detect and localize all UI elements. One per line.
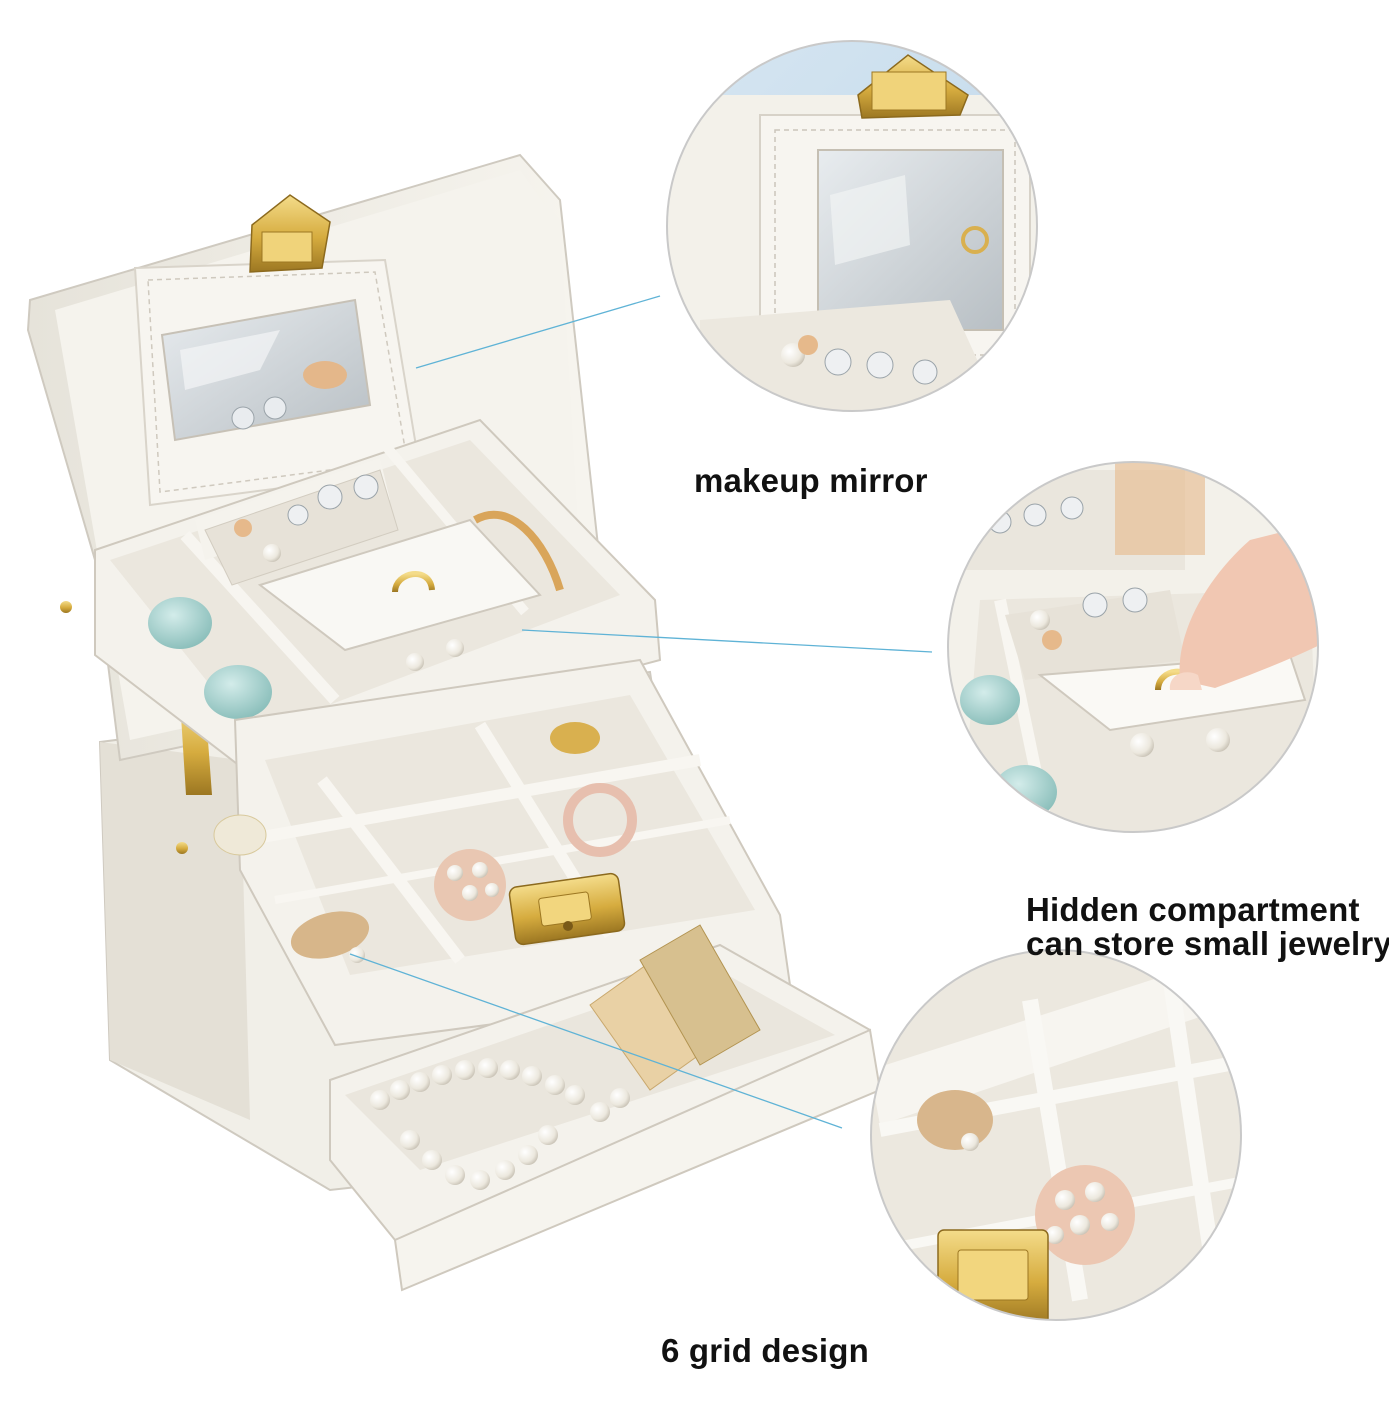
callout-6-grid: 6 grid design: [661, 1332, 869, 1369]
zoom-hidden-compartment: [947, 461, 1319, 833]
brooch-cluster: [434, 849, 506, 921]
gold-clasp-zoom: [857, 54, 969, 119]
pearl-necklace: [370, 1058, 630, 1190]
callout-hidden-line-1: Hidden compartment: [1026, 891, 1360, 928]
brooch-zoom: [1035, 1165, 1135, 1265]
gold-clasp-top: [249, 194, 331, 273]
callout-hidden-compartment: Hidden compartment can store small jewel…: [1026, 893, 1389, 961]
zoom-6-grid: [870, 949, 1242, 1321]
hand: [1169, 520, 1318, 690]
zoom-mirror: [666, 40, 1038, 412]
hidden-compartment-lid: [257, 518, 542, 652]
callout-makeup-mirror: makeup mirror: [694, 462, 928, 499]
leader-lines: [349, 295, 933, 1129]
jewelry-box: [26, 153, 882, 1292]
gold-lock: [508, 872, 626, 946]
callout-hidden-line-2: can store small jewelry: [1026, 925, 1389, 962]
